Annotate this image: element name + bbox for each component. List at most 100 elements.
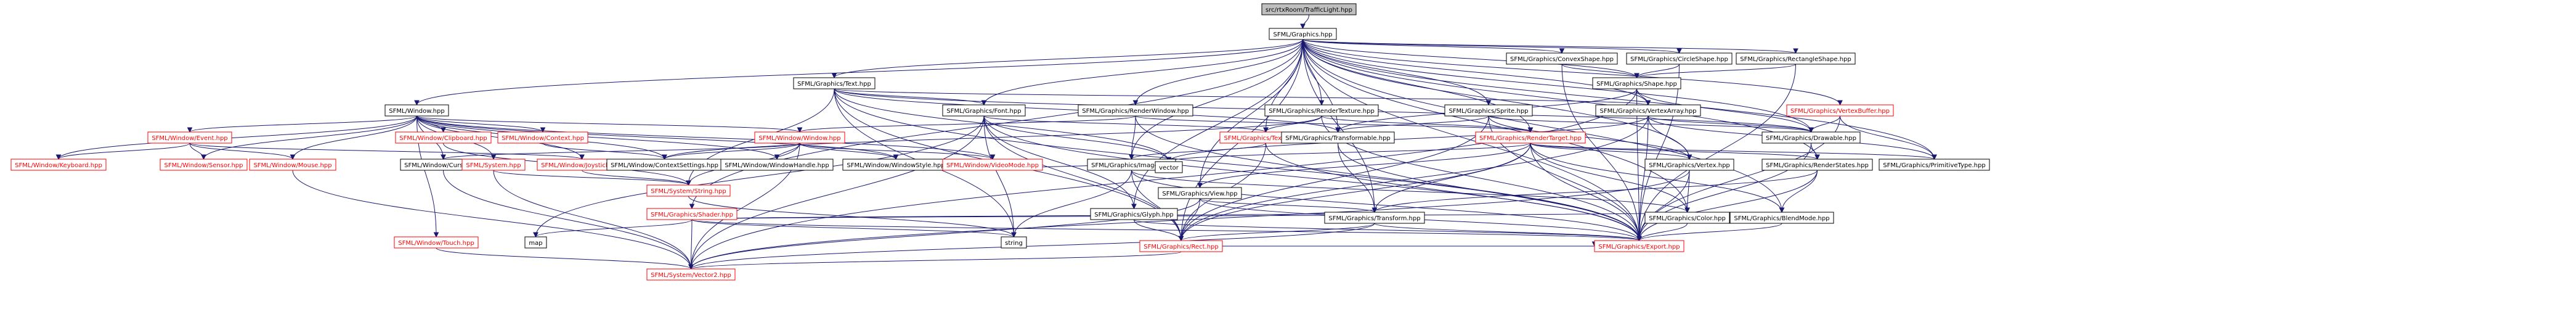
node-windowwindow[interactable]: SFML/Window/Window.hpp	[754, 131, 845, 144]
edge-vertexbuffer-to-drawable	[1811, 115, 1840, 133]
edge-arrowhead	[1837, 100, 1843, 106]
node-transform[interactable]: SFML/Graphics/Transform.hpp	[1324, 212, 1425, 224]
edge-glyph-to-export	[1134, 219, 1639, 241]
edge-arrowhead	[579, 154, 585, 160]
node-rendertexture[interactable]: SFML/Graphics/RenderTexture.hpp	[1264, 104, 1379, 117]
node-convexshape[interactable]: SFML/Graphics/ConvexShape.hpp	[1506, 52, 1618, 65]
edge-arrowhead	[1197, 183, 1203, 189]
node-label: SFML/Graphics/VertexArray.hpp	[1599, 108, 1696, 115]
edge-rendertarget-to-vector	[1168, 142, 1531, 162]
node-windowstyle[interactable]: SFML/Window/WindowStyle.hpp	[842, 159, 949, 171]
node-graphics[interactable]: SFML/Graphics.hpp	[1269, 28, 1337, 40]
edge-graphics-to-glyph	[1134, 39, 1303, 209]
node-font[interactable]: SFML/Graphics/Font.hpp	[942, 104, 1026, 117]
edge-rendertexture-to-rendertarget	[1321, 115, 1531, 133]
node-contextsettings[interactable]: SFML/Window/ContextSettings.hpp	[606, 159, 723, 171]
edge-window-to-windowcontext	[416, 115, 543, 133]
node-label: map	[529, 240, 542, 247]
node-windowclipboard[interactable]: SFML/Window/Clipboard.hpp	[395, 131, 492, 144]
edge-rect-to-vector2	[691, 251, 1182, 270]
node-label: SFML/Window/Touch.hpp	[398, 240, 474, 247]
edge-arrowhead	[1636, 236, 1642, 242]
node-string[interactable]: string	[1001, 236, 1027, 249]
node-label: SFML/Graphics/RenderWindow.hpp	[1082, 108, 1189, 115]
node-text[interactable]: SFML/Graphics/Text.hpp	[793, 77, 876, 89]
node-map[interactable]: map	[524, 236, 547, 249]
node-vertexbuffer[interactable]: SFML/Graphics/VertexBuffer.hpp	[1786, 104, 1894, 117]
node-color[interactable]: SFML/Graphics/Color.hpp	[1644, 212, 1730, 224]
node-box	[1324, 212, 1425, 224]
node-windowhandle[interactable]: SFML/Window/WindowHandle.hpp	[720, 159, 834, 171]
node-vertex[interactable]: SFML/Graphics/Vertex.hpp	[1644, 159, 1734, 171]
edge-shader-to-vector2	[691, 219, 693, 270]
edge-sprite-to-rect	[1180, 115, 1489, 241]
node-vector[interactable]: vector	[1155, 161, 1183, 173]
node-systemstring[interactable]: SFML/System/String.hpp	[646, 184, 731, 197]
node-label: SFML/Graphics/RenderStates.hpp	[1766, 162, 1869, 169]
node-vertexarray[interactable]: SFML/Graphics/VertexArray.hpp	[1595, 104, 1701, 117]
node-box	[395, 131, 492, 144]
node-drawable[interactable]: SFML/Graphics/Drawable.hpp	[1761, 131, 1861, 144]
node-windowcontext[interactable]: SFML/Window/Context.hpp	[497, 131, 588, 144]
node-renderwindow[interactable]: SFML/Graphics/RenderWindow.hpp	[1078, 104, 1193, 117]
node-shape[interactable]: SFML/Graphics/Shape.hpp	[1592, 77, 1681, 89]
node-label: SFML/Window/Window.hpp	[758, 135, 840, 142]
edge-arrowhead	[1779, 207, 1785, 213]
edge-renderstates-to-export	[1639, 170, 1818, 241]
node-view[interactable]: SFML/Graphics/View.hpp	[1158, 187, 1242, 199]
node-shader[interactable]: SFML/Graphics/Shader.hpp	[646, 208, 737, 220]
node-primitivetype[interactable]: SFML/Graphics/PrimitiveType.hpp	[1879, 159, 1990, 171]
node-vector2[interactable]: SFML/System/Vector2.hpp	[646, 268, 736, 281]
node-transformable[interactable]: SFML/Graphics/Transformable.hpp	[1281, 131, 1395, 144]
node-event[interactable]: SFML/Window/Event.hpp	[147, 131, 232, 144]
edge-mouse-to-vector2	[292, 170, 691, 270]
edge-convexshape-to-export	[1561, 64, 1639, 241]
node-label: SFML/Window/Mouse.hpp	[253, 162, 331, 169]
node-mouse[interactable]: SFML/Window/Mouse.hpp	[249, 159, 336, 171]
node-label: SFML/Window/ContextSettings.hpp	[611, 162, 718, 169]
edge-arrowhead	[662, 154, 667, 160]
node-keyboard[interactable]: SFML/Window/Keyboard.hpp	[10, 159, 107, 171]
node-export[interactable]: SFML/Graphics/Export.hpp	[1594, 240, 1684, 252]
edge-windowwindow-to-cursor	[443, 142, 800, 160]
node-label: SFML/Window/WindowHandle.hpp	[725, 162, 829, 169]
node-systemhpp[interactable]: SFML/System.hpp	[461, 159, 526, 171]
node-touch[interactable]: SFML/Window/Touch.hpp	[394, 236, 479, 249]
node-rectangleshape[interactable]: SFML/Graphics/RectangleShape.hpp	[1736, 52, 1856, 65]
node-rect[interactable]: SFML/Graphics/Rect.hpp	[1139, 240, 1223, 252]
node-sprite[interactable]: SFML/Graphics/Sprite.hpp	[1444, 104, 1533, 117]
node-label: SFML/System.hpp	[466, 162, 521, 169]
edge-arrowhead	[187, 127, 193, 133]
edge-rendertarget-to-transform	[1374, 142, 1531, 213]
node-label: SFML/Graphics/CircleShape.hpp	[1630, 56, 1728, 63]
edge-shader-to-color	[691, 212, 1688, 220]
node-window[interactable]: SFML/Window.hpp	[384, 104, 449, 117]
node-box	[942, 159, 1043, 171]
edge-rendertarget-to-renderstates	[1530, 142, 1818, 160]
node-rendertarget[interactable]: SFML/Graphics/RenderTarget.hpp	[1475, 131, 1586, 144]
node-box	[1444, 104, 1533, 117]
node-label: SFML/Graphics/Font.hpp	[946, 108, 1021, 115]
edge-shape-to-drawable	[1636, 88, 1811, 133]
edge-arrowhead	[1300, 23, 1306, 30]
node-videomode[interactable]: SFML/Window/VideoMode.hpp	[942, 159, 1043, 171]
edge-texture-to-export	[1266, 142, 1639, 241]
edge-vertexarray-to-rect	[1180, 115, 1649, 241]
node-sensor[interactable]: SFML/Window/Sensor.hpp	[160, 159, 248, 171]
edge-systemhpp-to-vector2	[493, 170, 691, 270]
node-renderstates[interactable]: SFML/Graphics/RenderStates.hpp	[1761, 159, 1873, 171]
node-label: SFML/Graphics/Text.hpp	[797, 81, 871, 88]
edge-vertex-to-vector2	[691, 170, 1690, 270]
node-box	[942, 104, 1026, 117]
edge-arrowhead	[55, 154, 62, 160]
node-blendmode[interactable]: SFML/Graphics/BlendMode.hpp	[1729, 212, 1834, 224]
edge-systemhpp-to-systemstring	[493, 170, 689, 186]
edge-drawable-to-export	[1639, 142, 1811, 241]
edge-arrowhead	[981, 100, 987, 106]
node-circleshape[interactable]: SFML/Graphics/CircleShape.hpp	[1626, 52, 1733, 65]
node-glyph[interactable]: SFML/Graphics/Glyph.hpp	[1090, 208, 1178, 220]
node-label: SFML/System/Vector2.hpp	[651, 272, 731, 279]
node-joystick[interactable]: SFML/Window/Joystick.hpp	[537, 159, 627, 171]
edge-arrowhead	[797, 127, 803, 133]
edge-font-to-glyph	[983, 115, 1134, 209]
